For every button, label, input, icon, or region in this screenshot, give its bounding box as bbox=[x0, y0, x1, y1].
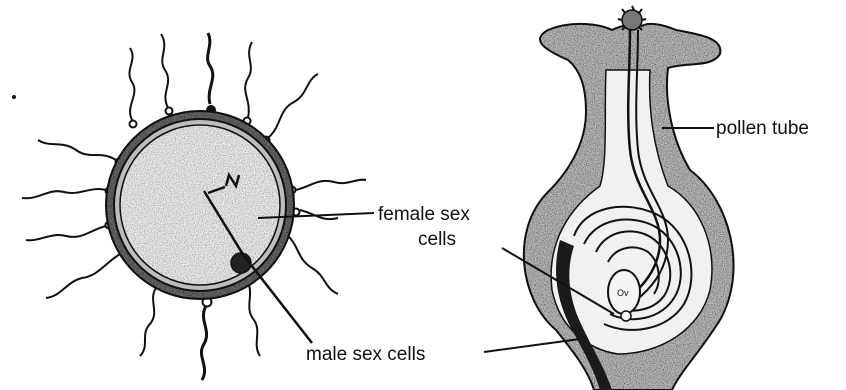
sperm-tail bbox=[201, 306, 206, 380]
embryo-sac-mark: Ov bbox=[617, 288, 629, 298]
sperm-tail bbox=[46, 254, 120, 298]
stray-dot bbox=[12, 95, 16, 99]
egg-cytoplasm-texture bbox=[120, 125, 280, 285]
egg-cell-figure bbox=[22, 33, 366, 380]
sperm-tail bbox=[286, 234, 338, 294]
sperm-tail bbox=[245, 42, 252, 118]
sperm-tail bbox=[268, 74, 318, 138]
sperm-tail bbox=[129, 48, 134, 120]
female-nucleus bbox=[621, 311, 631, 321]
ovule-figure: Ov bbox=[524, 6, 734, 390]
sperm-head bbox=[166, 108, 173, 115]
sperm-tail bbox=[161, 34, 168, 108]
sperm-tail bbox=[208, 33, 213, 104]
sperm-tail bbox=[140, 288, 156, 356]
sperm-tail bbox=[38, 140, 116, 160]
label-female-sex-cells-line1: female sex bbox=[378, 204, 470, 225]
sperm-tail bbox=[296, 180, 366, 190]
label-pollen-tube: pollen tube bbox=[716, 118, 809, 139]
sperm-tail bbox=[26, 226, 106, 240]
sperm-head bbox=[130, 121, 137, 128]
leader-male-right bbox=[484, 339, 580, 352]
label-male-sex-cells: male sex cells bbox=[306, 344, 425, 365]
sperm-tail bbox=[248, 282, 260, 356]
sperm-tail bbox=[22, 189, 106, 198]
label-female-sex-cells-line2: cells bbox=[418, 229, 456, 250]
